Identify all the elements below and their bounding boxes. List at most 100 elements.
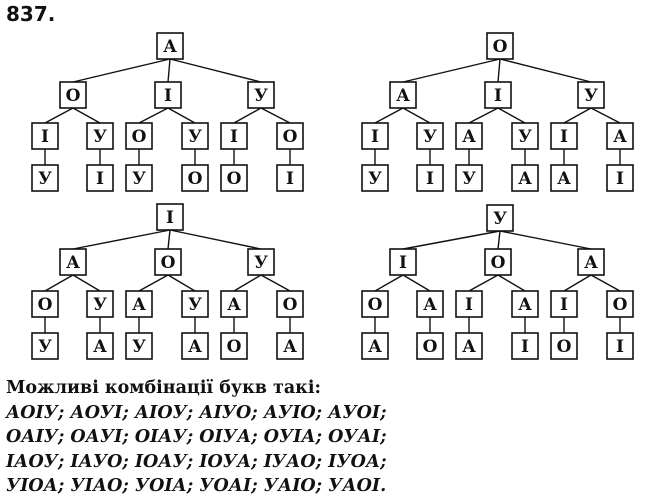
tree-edge <box>260 107 291 124</box>
node-letter: У <box>254 253 268 273</box>
tree-edge <box>499 230 592 250</box>
tree-leaf-node: У <box>31 332 59 360</box>
tree-leaf-node: О <box>220 164 248 192</box>
tree-edge <box>468 107 499 124</box>
node-letter: О <box>613 295 628 315</box>
tree-level3-node: А <box>455 122 483 150</box>
tree-edge <box>402 58 501 83</box>
tree-level3-node: І <box>550 122 578 150</box>
answer-heading: Можливі комбінації букв такі: <box>6 378 321 398</box>
node-letter: У <box>188 127 202 147</box>
node-letter: У <box>132 169 146 189</box>
tree-edge <box>167 274 196 292</box>
node-letter: О <box>493 37 508 57</box>
tree-edge <box>138 274 169 292</box>
exercise-number: 837. <box>6 2 56 26</box>
node-letter: І <box>286 169 294 189</box>
tree-level3-node: О <box>125 122 153 150</box>
tree-edge <box>590 107 621 124</box>
tree-level2-node: І <box>484 81 512 109</box>
tree-level2-node: У <box>247 81 275 109</box>
tree-level2-node: О <box>59 81 87 109</box>
node-letter: У <box>132 337 146 357</box>
node-letter: О <box>132 127 147 147</box>
node-letter: А <box>66 253 80 273</box>
node-letter: О <box>368 295 383 315</box>
tree-level2-node: А <box>59 248 87 276</box>
tree-level3-node: У <box>416 122 444 150</box>
tree-leaf-node: У <box>361 164 389 192</box>
tree-level3-node: О <box>606 290 634 318</box>
tree-edge <box>169 229 262 250</box>
tree-leaf-node: І <box>276 164 304 192</box>
tree-level3-node: І <box>31 122 59 150</box>
tree-edge <box>497 274 526 292</box>
tree-level2-node: У <box>247 248 275 276</box>
node-letter: О <box>38 295 53 315</box>
tree-root-node: А <box>156 32 184 60</box>
tree-edge <box>233 274 262 292</box>
tree-leaf-node: О <box>220 332 248 360</box>
node-letter: А <box>423 295 437 315</box>
tree-leaf-node: А <box>550 164 578 192</box>
node-letter: І <box>494 86 502 106</box>
tree-level3-node: А <box>416 290 444 318</box>
tree-level2-node: А <box>577 248 605 276</box>
node-letter: І <box>41 127 49 147</box>
node-letter: А <box>188 337 202 357</box>
tree-edge <box>374 274 404 292</box>
node-letter: І <box>465 295 473 315</box>
node-letter: А <box>132 295 146 315</box>
tree-leaf-node: О <box>181 164 209 192</box>
tree-leaf-node: І <box>606 164 634 192</box>
node-letter: О <box>161 253 176 273</box>
tree-level3-node: А <box>606 122 634 150</box>
tree-edge <box>44 274 74 292</box>
tree-leaf-node: О <box>416 332 444 360</box>
node-letter: А <box>368 337 382 357</box>
node-letter: І <box>426 169 434 189</box>
tree-leaf-node: І <box>416 164 444 192</box>
tree-level2-node: І <box>389 248 417 276</box>
tree-leaf-node: У <box>455 164 483 192</box>
node-letter: О <box>283 127 298 147</box>
tree-edge <box>374 107 404 124</box>
node-letter: А <box>163 37 177 57</box>
node-letter: У <box>254 86 268 106</box>
tree-edge <box>72 274 101 292</box>
node-letter: І <box>399 253 407 273</box>
combination-line: АОІУ; АОУІ; АІОУ; АІУО; АУІО; АУОІ; <box>6 402 387 423</box>
tree-edge <box>468 274 499 292</box>
tree-leaf-node: А <box>86 332 114 360</box>
tree-level2-node: А <box>389 81 417 109</box>
node-letter: О <box>227 169 242 189</box>
tree-level2-node: О <box>154 248 182 276</box>
node-letter: О <box>227 337 242 357</box>
tree-edge <box>563 274 592 292</box>
combination-line: ІАОУ; ІАУО; ІОАУ; ІОУА; ІУАО; ІУОА; <box>6 451 387 472</box>
node-letter: У <box>518 127 532 147</box>
tree-leaf-node: А <box>511 164 539 192</box>
node-letter: У <box>38 169 52 189</box>
node-letter: І <box>164 86 172 106</box>
combination-line: УІОА; УІАО; УОІА; УОАІ; УАІО; УАОІ. <box>6 476 387 496</box>
tree-root-node: І <box>156 203 184 231</box>
node-letter: І <box>371 127 379 147</box>
tree-edge <box>169 58 262 83</box>
tree-edge <box>72 229 171 250</box>
node-letter: О <box>423 337 438 357</box>
tree-leaf-node: І <box>86 164 114 192</box>
tree-level3-node: І <box>361 122 389 150</box>
tree-leaf-node: І <box>511 332 539 360</box>
node-letter: У <box>423 127 437 147</box>
node-letter: У <box>368 169 382 189</box>
node-letter: А <box>518 169 532 189</box>
tree-level3-node: У <box>86 122 114 150</box>
answer-text: Можливі комбінації букв такі: АОІУ; АОУІ… <box>6 376 387 499</box>
tree-leaf-node: У <box>125 332 153 360</box>
tree-edge <box>563 107 592 124</box>
tree-root-node: О <box>486 32 514 60</box>
tree-leaf-node: О <box>550 332 578 360</box>
tree-level2-node: О <box>484 248 512 276</box>
tree-leaf-node: У <box>31 164 59 192</box>
